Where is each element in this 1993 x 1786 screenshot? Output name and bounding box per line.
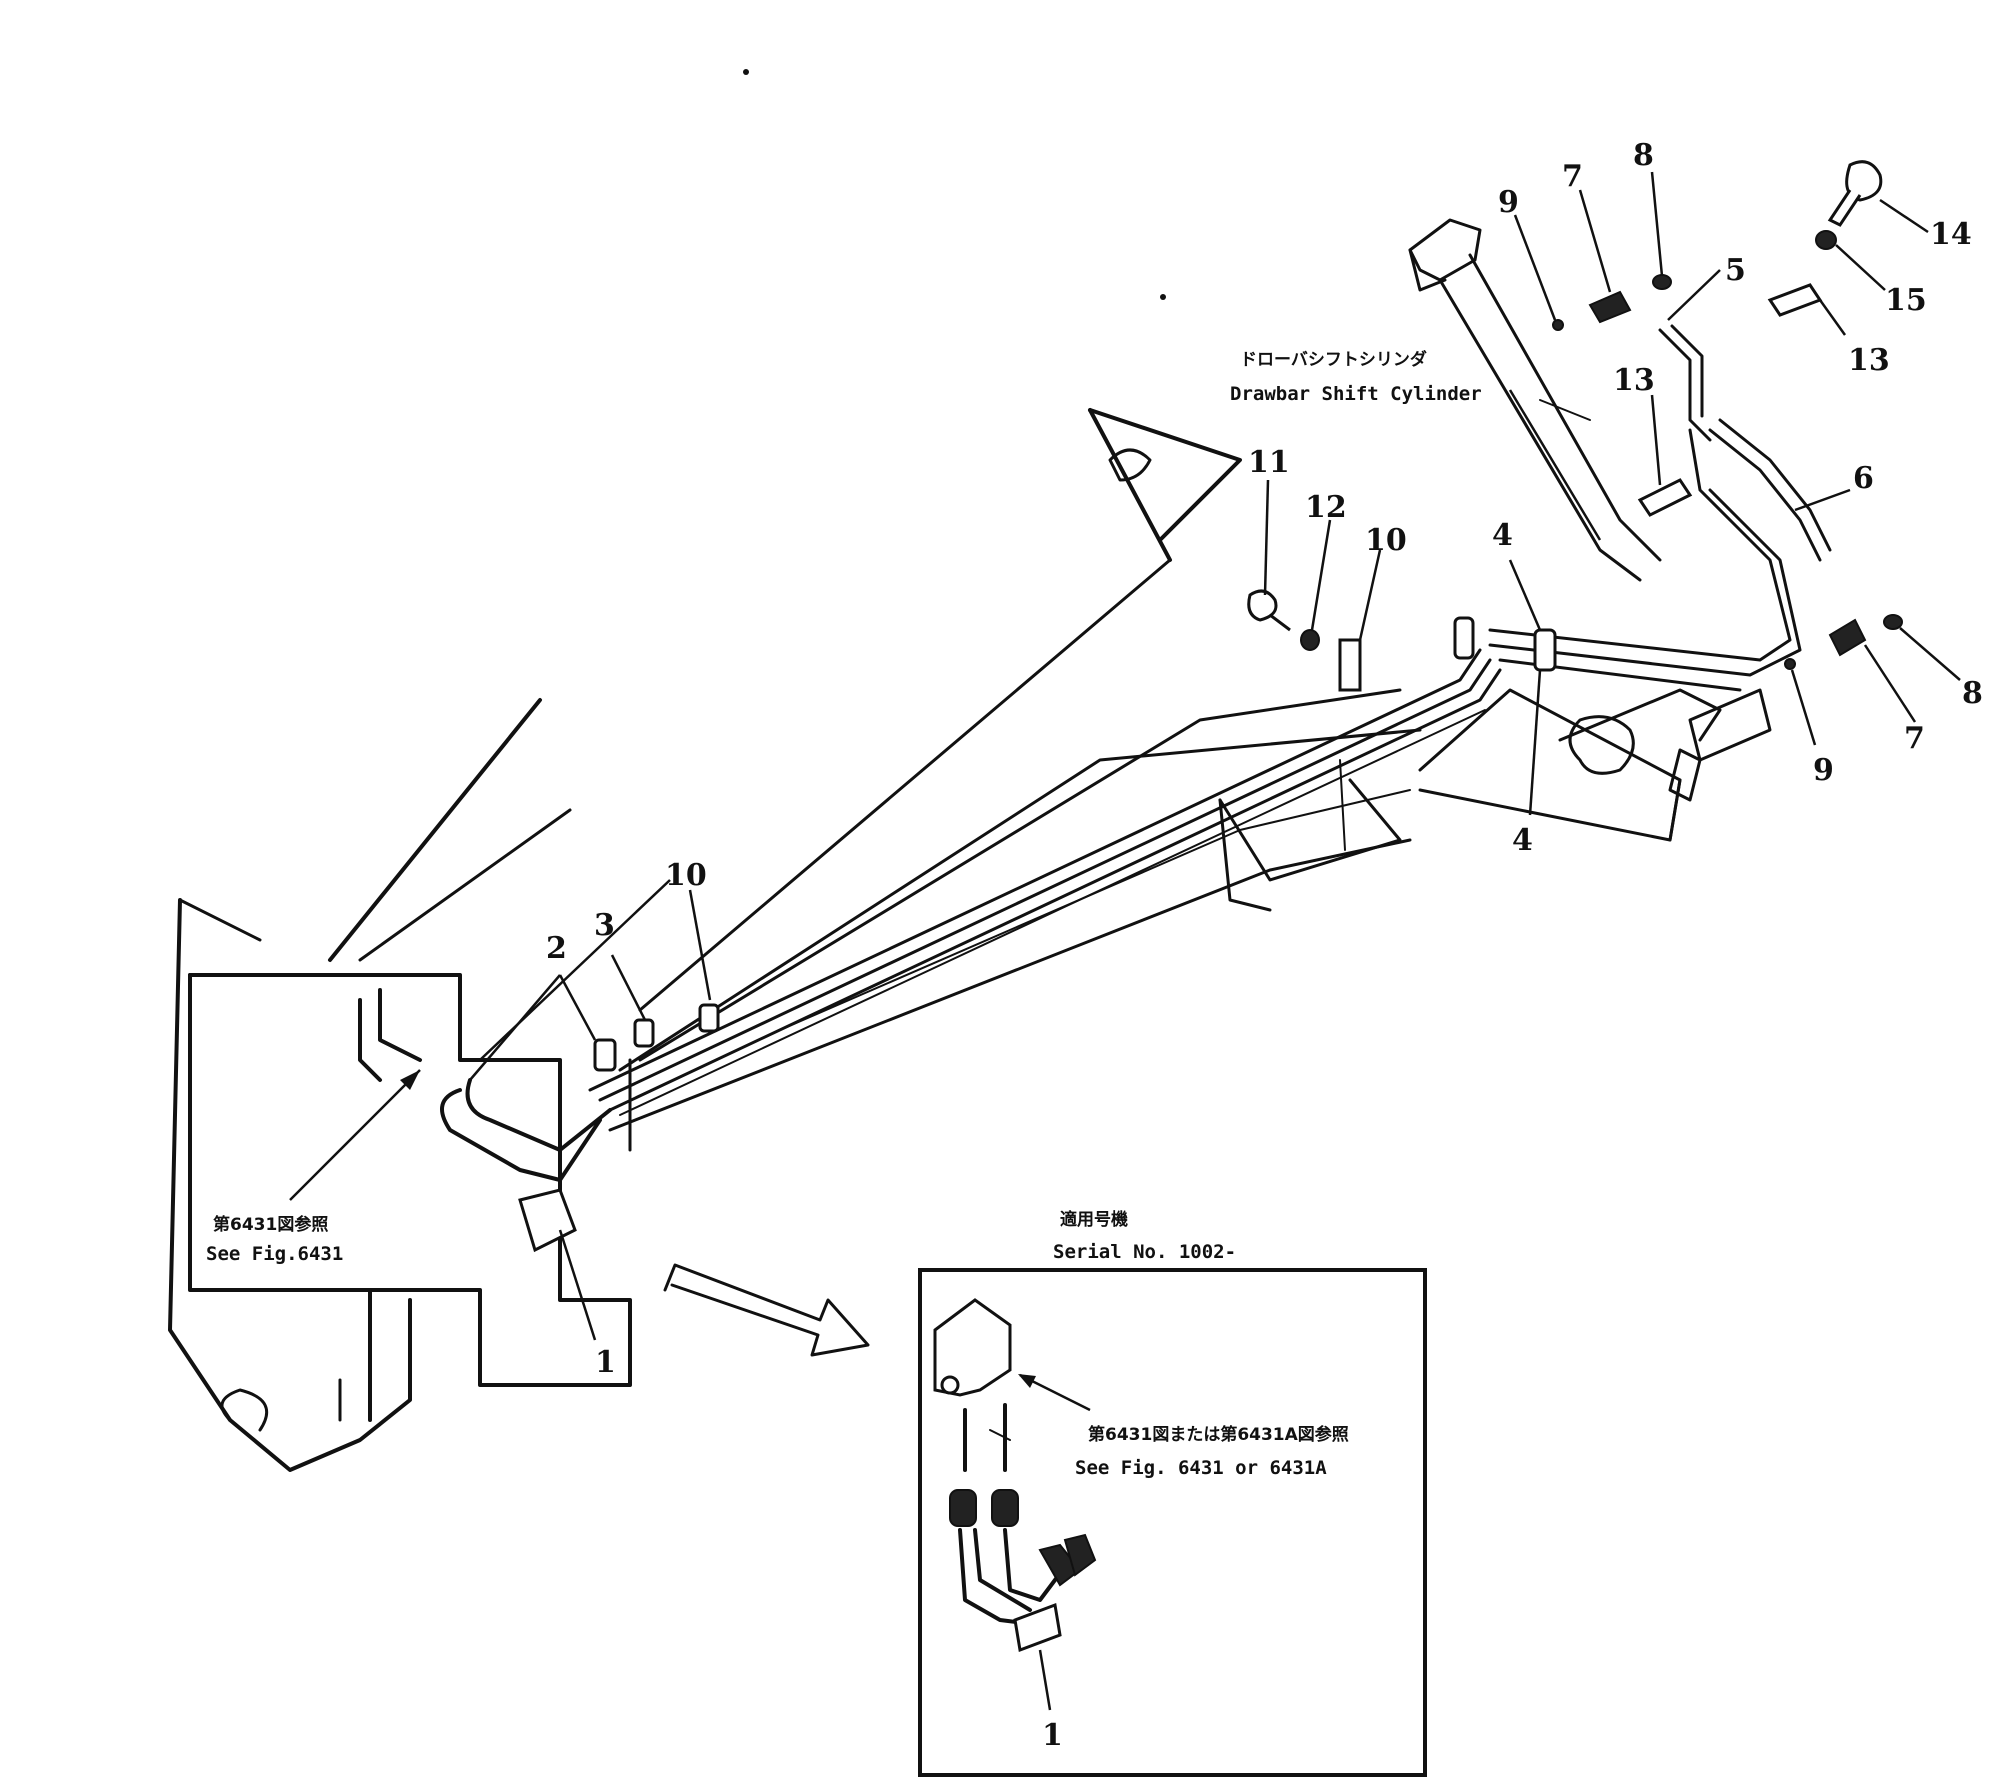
callout-13-middle: 13 <box>1613 363 1655 398</box>
callout-4-top: 4 <box>1492 518 1513 553</box>
ref-inset-en: See Fig. 6431 or 6431A <box>1075 1457 1327 1479</box>
cylinder-label: ドローバシフトシリンダ Drawbar Shift Cylinder <box>1230 349 1602 541</box>
callout-13-right: 13 <box>1848 343 1890 378</box>
callout-8-bottom: 8 <box>1962 676 1983 711</box>
drawbar-shift-cylinder <box>1408 218 1722 742</box>
callout-7-top: 7 <box>1562 159 1583 194</box>
cylinder-label-jp: ドローバシフトシリンダ <box>1240 349 1427 370</box>
callout-5: 5 <box>1725 253 1746 288</box>
callout-2: 2 <box>546 931 567 966</box>
serial-jp: 適用号機 <box>1060 1209 1128 1230</box>
callout-11: 11 <box>1248 445 1290 480</box>
callout-1-inset: 1 <box>1042 1718 1063 1753</box>
inset-serial-variant: 適用号機 Serial No. 1002- 第6431図または第6431A図参照… <box>918 1209 1427 1777</box>
callout-1: 1 <box>595 1345 616 1380</box>
callout-8-top: 8 <box>1633 138 1654 173</box>
ref-left-en: See Fig.6431 <box>206 1243 343 1265</box>
callout-6: 6 <box>1853 461 1874 496</box>
callout-10-right: 10 <box>1365 523 1407 558</box>
callout-9-bottom: 9 <box>1813 753 1834 788</box>
callout-15: 15 <box>1885 283 1927 318</box>
drawbar-frame <box>608 408 1772 1132</box>
callout-7-bottom: 7 <box>1904 721 1925 756</box>
machine-frame-bracket <box>168 698 632 1472</box>
callouts: 1 2 3 10 4 4 10 11 12 5 6 7 <box>469 138 1983 1753</box>
callout-14: 14 <box>1930 217 1972 252</box>
ref-inset-jp: 第6431図または第6431A図参照 <box>1088 1424 1349 1445</box>
left-reference-note: 第6431図参照 See Fig.6431 <box>206 1069 421 1265</box>
callout-12: 12 <box>1305 490 1347 525</box>
callout-10-left: 10 <box>665 858 707 893</box>
callout-4-bottom: 4 <box>1512 823 1533 858</box>
cylinder-label-en: Drawbar Shift Cylinder <box>1230 383 1482 405</box>
ref-left-jp: 第6431図参照 <box>213 1214 328 1235</box>
fittings <box>358 160 1903 1253</box>
callout-3: 3 <box>594 908 615 943</box>
serial-en: Serial No. 1002- <box>1053 1241 1236 1263</box>
callout-9-top: 9 <box>1498 185 1519 220</box>
hydraulic-tubes <box>588 324 1832 1116</box>
arrow-to-inset <box>663 1263 870 1357</box>
